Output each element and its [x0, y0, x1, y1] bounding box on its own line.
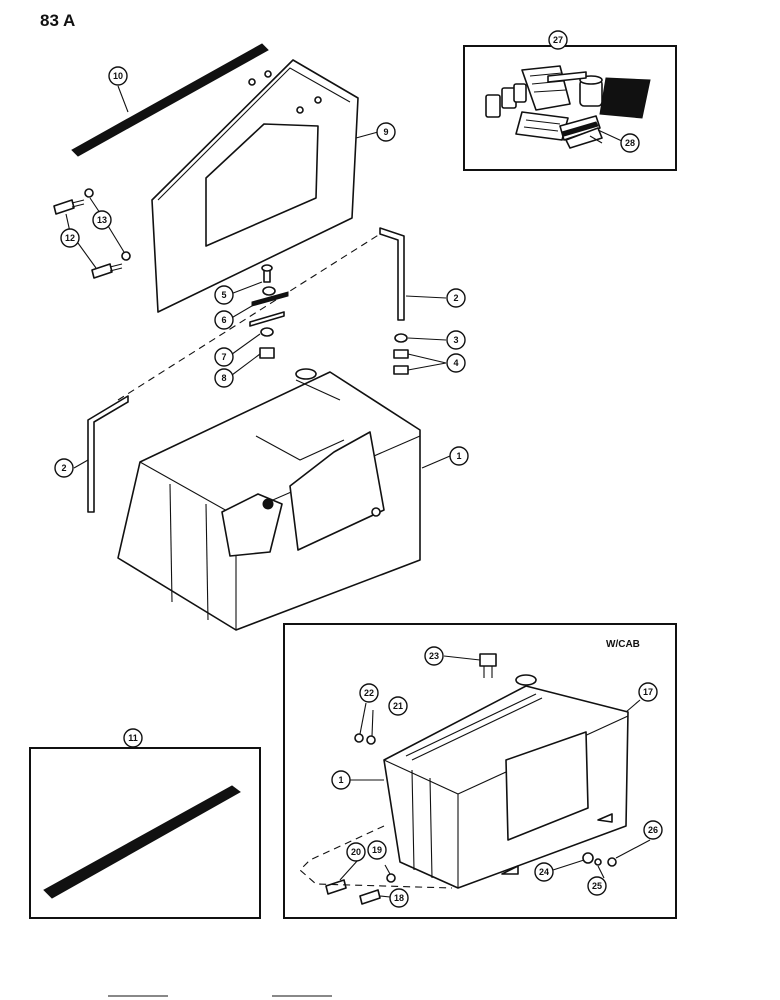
- svg-text:2: 2: [453, 293, 458, 303]
- callout-26: 26: [643, 820, 663, 840]
- svg-text:1: 1: [338, 775, 343, 785]
- callout-2-lower: 2: [54, 458, 74, 478]
- svg-text:21: 21: [393, 701, 403, 711]
- svg-text:2: 2: [61, 463, 66, 473]
- callout-25: 25: [587, 876, 607, 896]
- callout-6: 6: [214, 310, 234, 330]
- repair-kit-illustration: [463, 45, 677, 171]
- svg-text:4: 4: [453, 358, 458, 368]
- svg-text:17: 17: [643, 687, 653, 697]
- bolt-and-washer-parts-12-13: [53, 188, 131, 279]
- svg-text:10: 10: [113, 71, 123, 81]
- svg-text:12: 12: [65, 233, 75, 243]
- svg-text:8: 8: [221, 373, 226, 383]
- svg-text:18: 18: [394, 893, 404, 903]
- dashed-routing-line: [117, 233, 381, 401]
- callout-4: 4: [446, 353, 466, 373]
- callout-1-cab: 1: [331, 770, 351, 790]
- callout-23: 23: [424, 646, 444, 666]
- callout-11: 11: [123, 728, 143, 748]
- callout-28: 28: [620, 133, 640, 153]
- svg-text:19: 19: [372, 845, 382, 855]
- cab-frame: [283, 623, 677, 919]
- callout-10: 10: [108, 66, 128, 86]
- strip-kit-illustration-11: [29, 747, 261, 919]
- callout-21: 21: [388, 696, 408, 716]
- svg-text:7: 7: [221, 352, 226, 362]
- svg-text:3: 3: [453, 335, 458, 345]
- svg-text:20: 20: [351, 847, 361, 857]
- callout-13: 13: [92, 210, 112, 230]
- cab-variant-illustration: W/CAB: [283, 623, 677, 919]
- svg-text:22: 22: [364, 688, 374, 698]
- tank-shield-part-9: [71, 43, 359, 313]
- callout-2-upper: 2: [446, 288, 466, 308]
- svg-text:1: 1: [456, 451, 461, 461]
- kit-frame: [463, 45, 677, 171]
- callout-12: 12: [60, 228, 80, 248]
- svg-text:25: 25: [592, 881, 602, 891]
- hold-down-rod-parts-2: [87, 227, 405, 513]
- callout-18: 18: [389, 888, 409, 908]
- fuel-tank-part-1: [117, 368, 421, 631]
- callout-22: 22: [359, 683, 379, 703]
- svg-text:13: 13: [97, 215, 107, 225]
- callout-24: 24: [534, 862, 554, 882]
- svg-text:6: 6: [221, 315, 226, 325]
- svg-text:5: 5: [221, 290, 226, 300]
- callout-9: 9: [376, 122, 396, 142]
- callout-8: 8: [214, 368, 234, 388]
- callout-17: 17: [638, 682, 658, 702]
- svg-text:26: 26: [648, 825, 658, 835]
- svg-text:24: 24: [539, 867, 549, 877]
- fastener-parts-3-8: [249, 264, 409, 375]
- svg-text:23: 23: [429, 651, 439, 661]
- svg-text:27: 27: [553, 35, 563, 45]
- svg-text:11: 11: [128, 733, 138, 743]
- callout-19: 19: [367, 840, 387, 860]
- page-label: 83 A: [40, 11, 75, 30]
- callout-3: 3: [446, 330, 466, 350]
- svg-text:9: 9: [383, 127, 388, 137]
- callout-5: 5: [214, 285, 234, 305]
- cab-label: W/CAB: [606, 639, 640, 650]
- strip-frame: [29, 747, 261, 919]
- cab-dashed-line: [299, 825, 453, 889]
- callout-20: 20: [346, 842, 366, 862]
- callout-1-upper: 1: [449, 446, 469, 466]
- svg-text:28: 28: [625, 138, 635, 148]
- leader-lines: [65, 85, 651, 898]
- callout-27: 27: [548, 30, 568, 50]
- callout-7: 7: [214, 347, 234, 367]
